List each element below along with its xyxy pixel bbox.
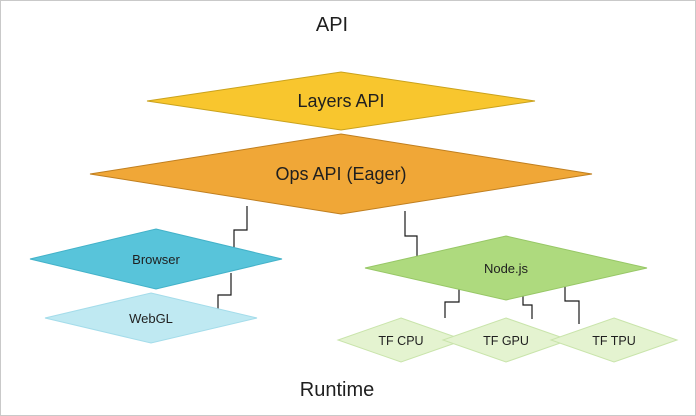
ops-api-label: Ops API (Eager) <box>275 164 406 184</box>
browser-label: Browser <box>132 252 180 267</box>
connector-nodejs-to-tfgpu <box>522 290 533 319</box>
webgl-label: WebGL <box>129 311 173 326</box>
layers-api-label: Layers API <box>297 91 384 111</box>
layers-api-diamond <box>146 71 536 131</box>
connector-ops-to-nodejs <box>404 211 418 260</box>
browser-diamond <box>29 228 283 290</box>
ops-api-diamond <box>89 133 593 215</box>
webgl-diamond <box>44 292 258 344</box>
connector-ops-to-browser <box>233 206 248 253</box>
nodejs-diamond <box>364 235 648 301</box>
runtime-title: Runtime <box>300 379 374 401</box>
connector-browser-to-webgl <box>217 273 232 309</box>
connector-nodejs-to-tftpu <box>564 282 580 324</box>
tf-cpu-label: TF CPU <box>378 334 423 348</box>
tf-tpu-label: TF TPU <box>592 334 636 348</box>
nodejs-label: Node.js <box>484 261 529 276</box>
tf-tpu-diamond <box>549 317 679 363</box>
tf-gpu-diamond <box>441 317 571 363</box>
tf-gpu-label: TF GPU <box>483 334 529 348</box>
tf-cpu-diamond <box>336 317 466 363</box>
api-title: API <box>316 14 348 36</box>
connector-nodejs-to-tfcpu <box>444 286 460 318</box>
